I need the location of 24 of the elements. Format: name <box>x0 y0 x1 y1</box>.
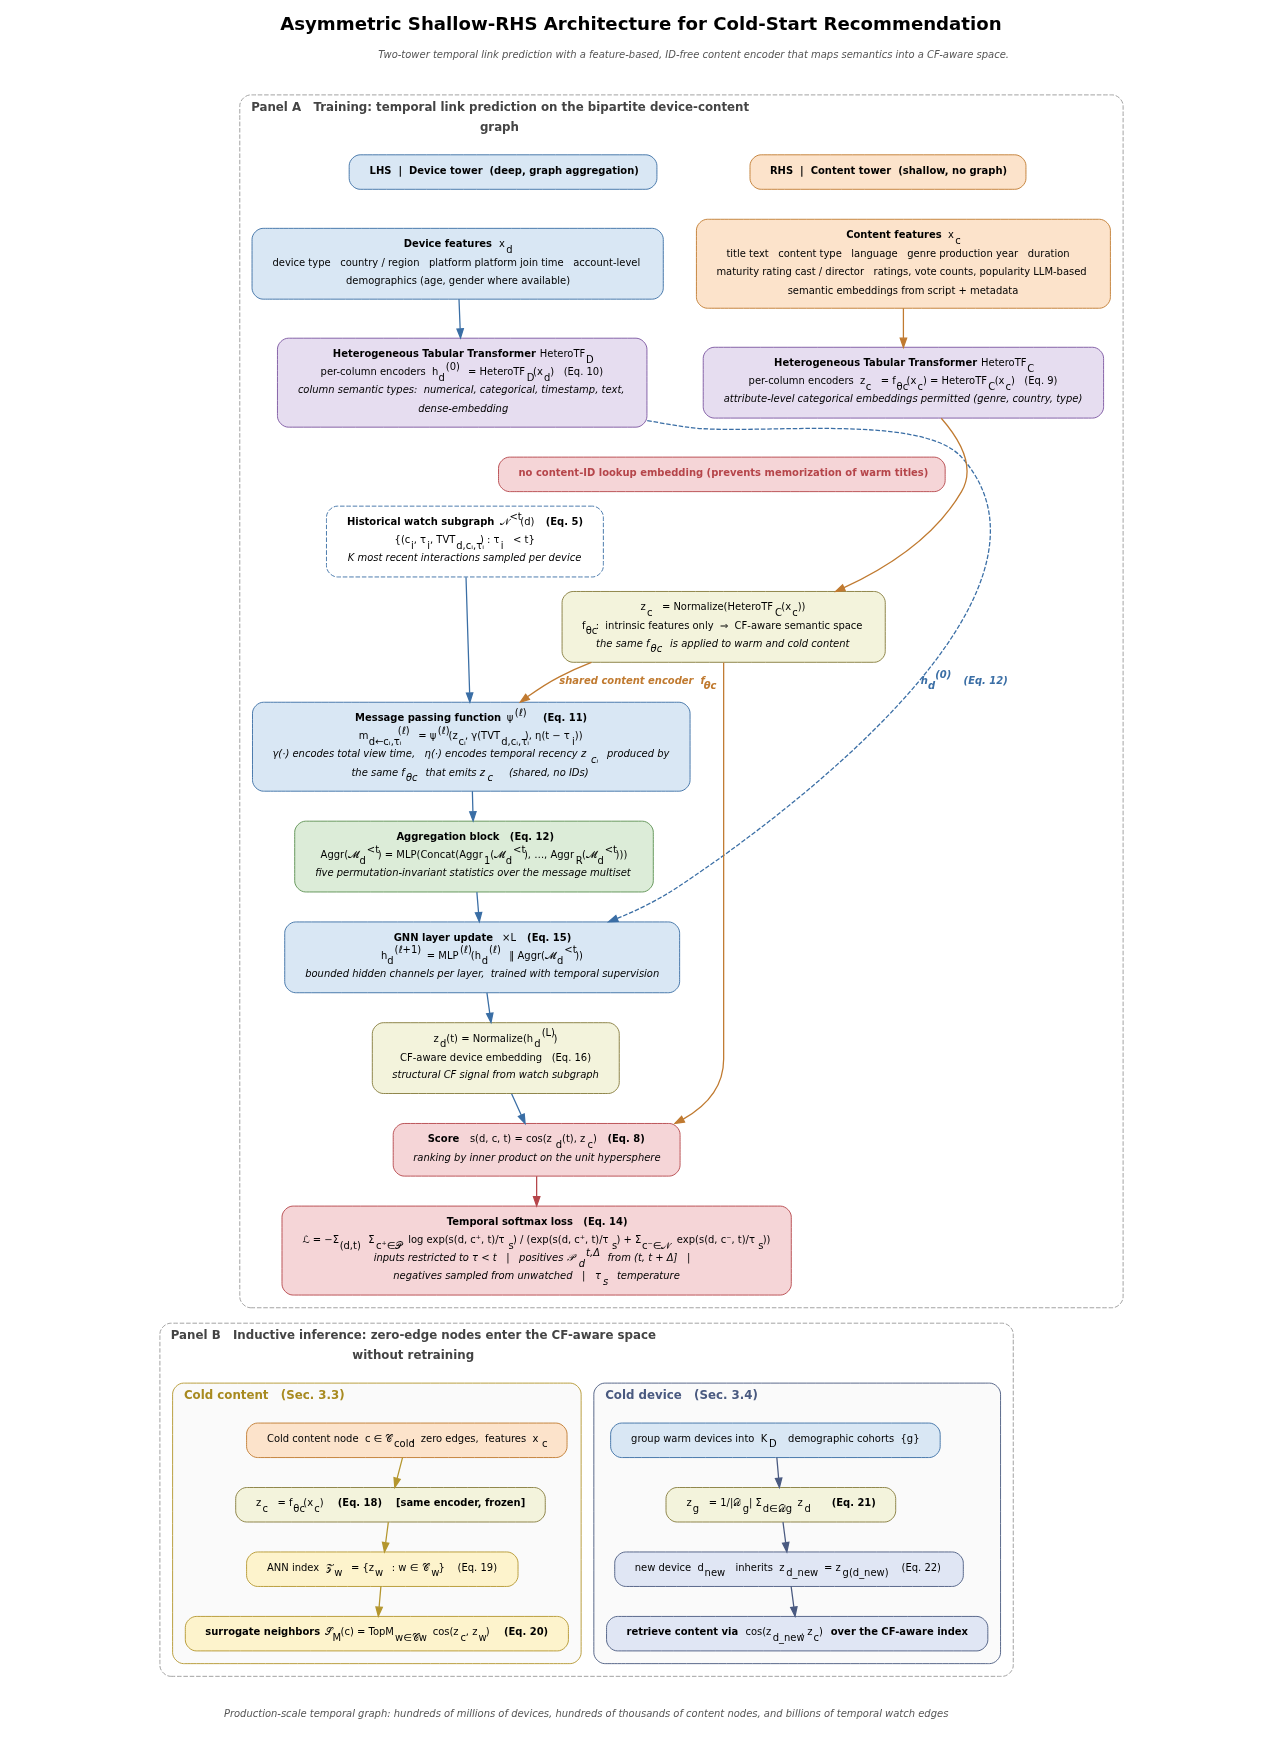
node-box: LHS | Device tower (deep, graph aggregation) <box>348 154 657 190</box>
arrow <box>833 417 968 593</box>
arrow <box>381 1521 390 1554</box>
node-box: RHS | Content tower (shallow, no graph) <box>749 154 1026 190</box>
node-box: no content-ID lookup embedding (prevents memorization of warm titles) <box>497 456 946 493</box>
arrow <box>781 1521 790 1554</box>
arrow <box>485 992 494 1025</box>
label: Two-tower temporal link prediction with a feature-based, ID-free content encoder that maps semantics into a CF-aware space. <box>377 48 1009 60</box>
arrow <box>606 420 990 923</box>
arrow <box>455 298 464 340</box>
arrow <box>510 1093 526 1126</box>
arrow <box>473 891 483 924</box>
arrow <box>532 1175 541 1208</box>
arrow <box>789 1585 798 1619</box>
arrow <box>374 1585 383 1619</box>
caption: Production-scale temporal graph: hundreds of millions of devices, hundreds of thousands of content nodes, and billions of temporal watch edges <box>223 1708 948 1720</box>
arrow <box>672 661 724 1125</box>
arrow <box>468 790 477 823</box>
arrow <box>392 1457 403 1490</box>
arrow <box>464 576 474 704</box>
arrow <box>774 1457 783 1490</box>
arrow <box>518 661 592 704</box>
arrow <box>898 307 907 350</box>
diagram-title: Asymmetric Shallow-RHS Architecture for Cold-Start Recommendation <box>279 12 1002 34</box>
